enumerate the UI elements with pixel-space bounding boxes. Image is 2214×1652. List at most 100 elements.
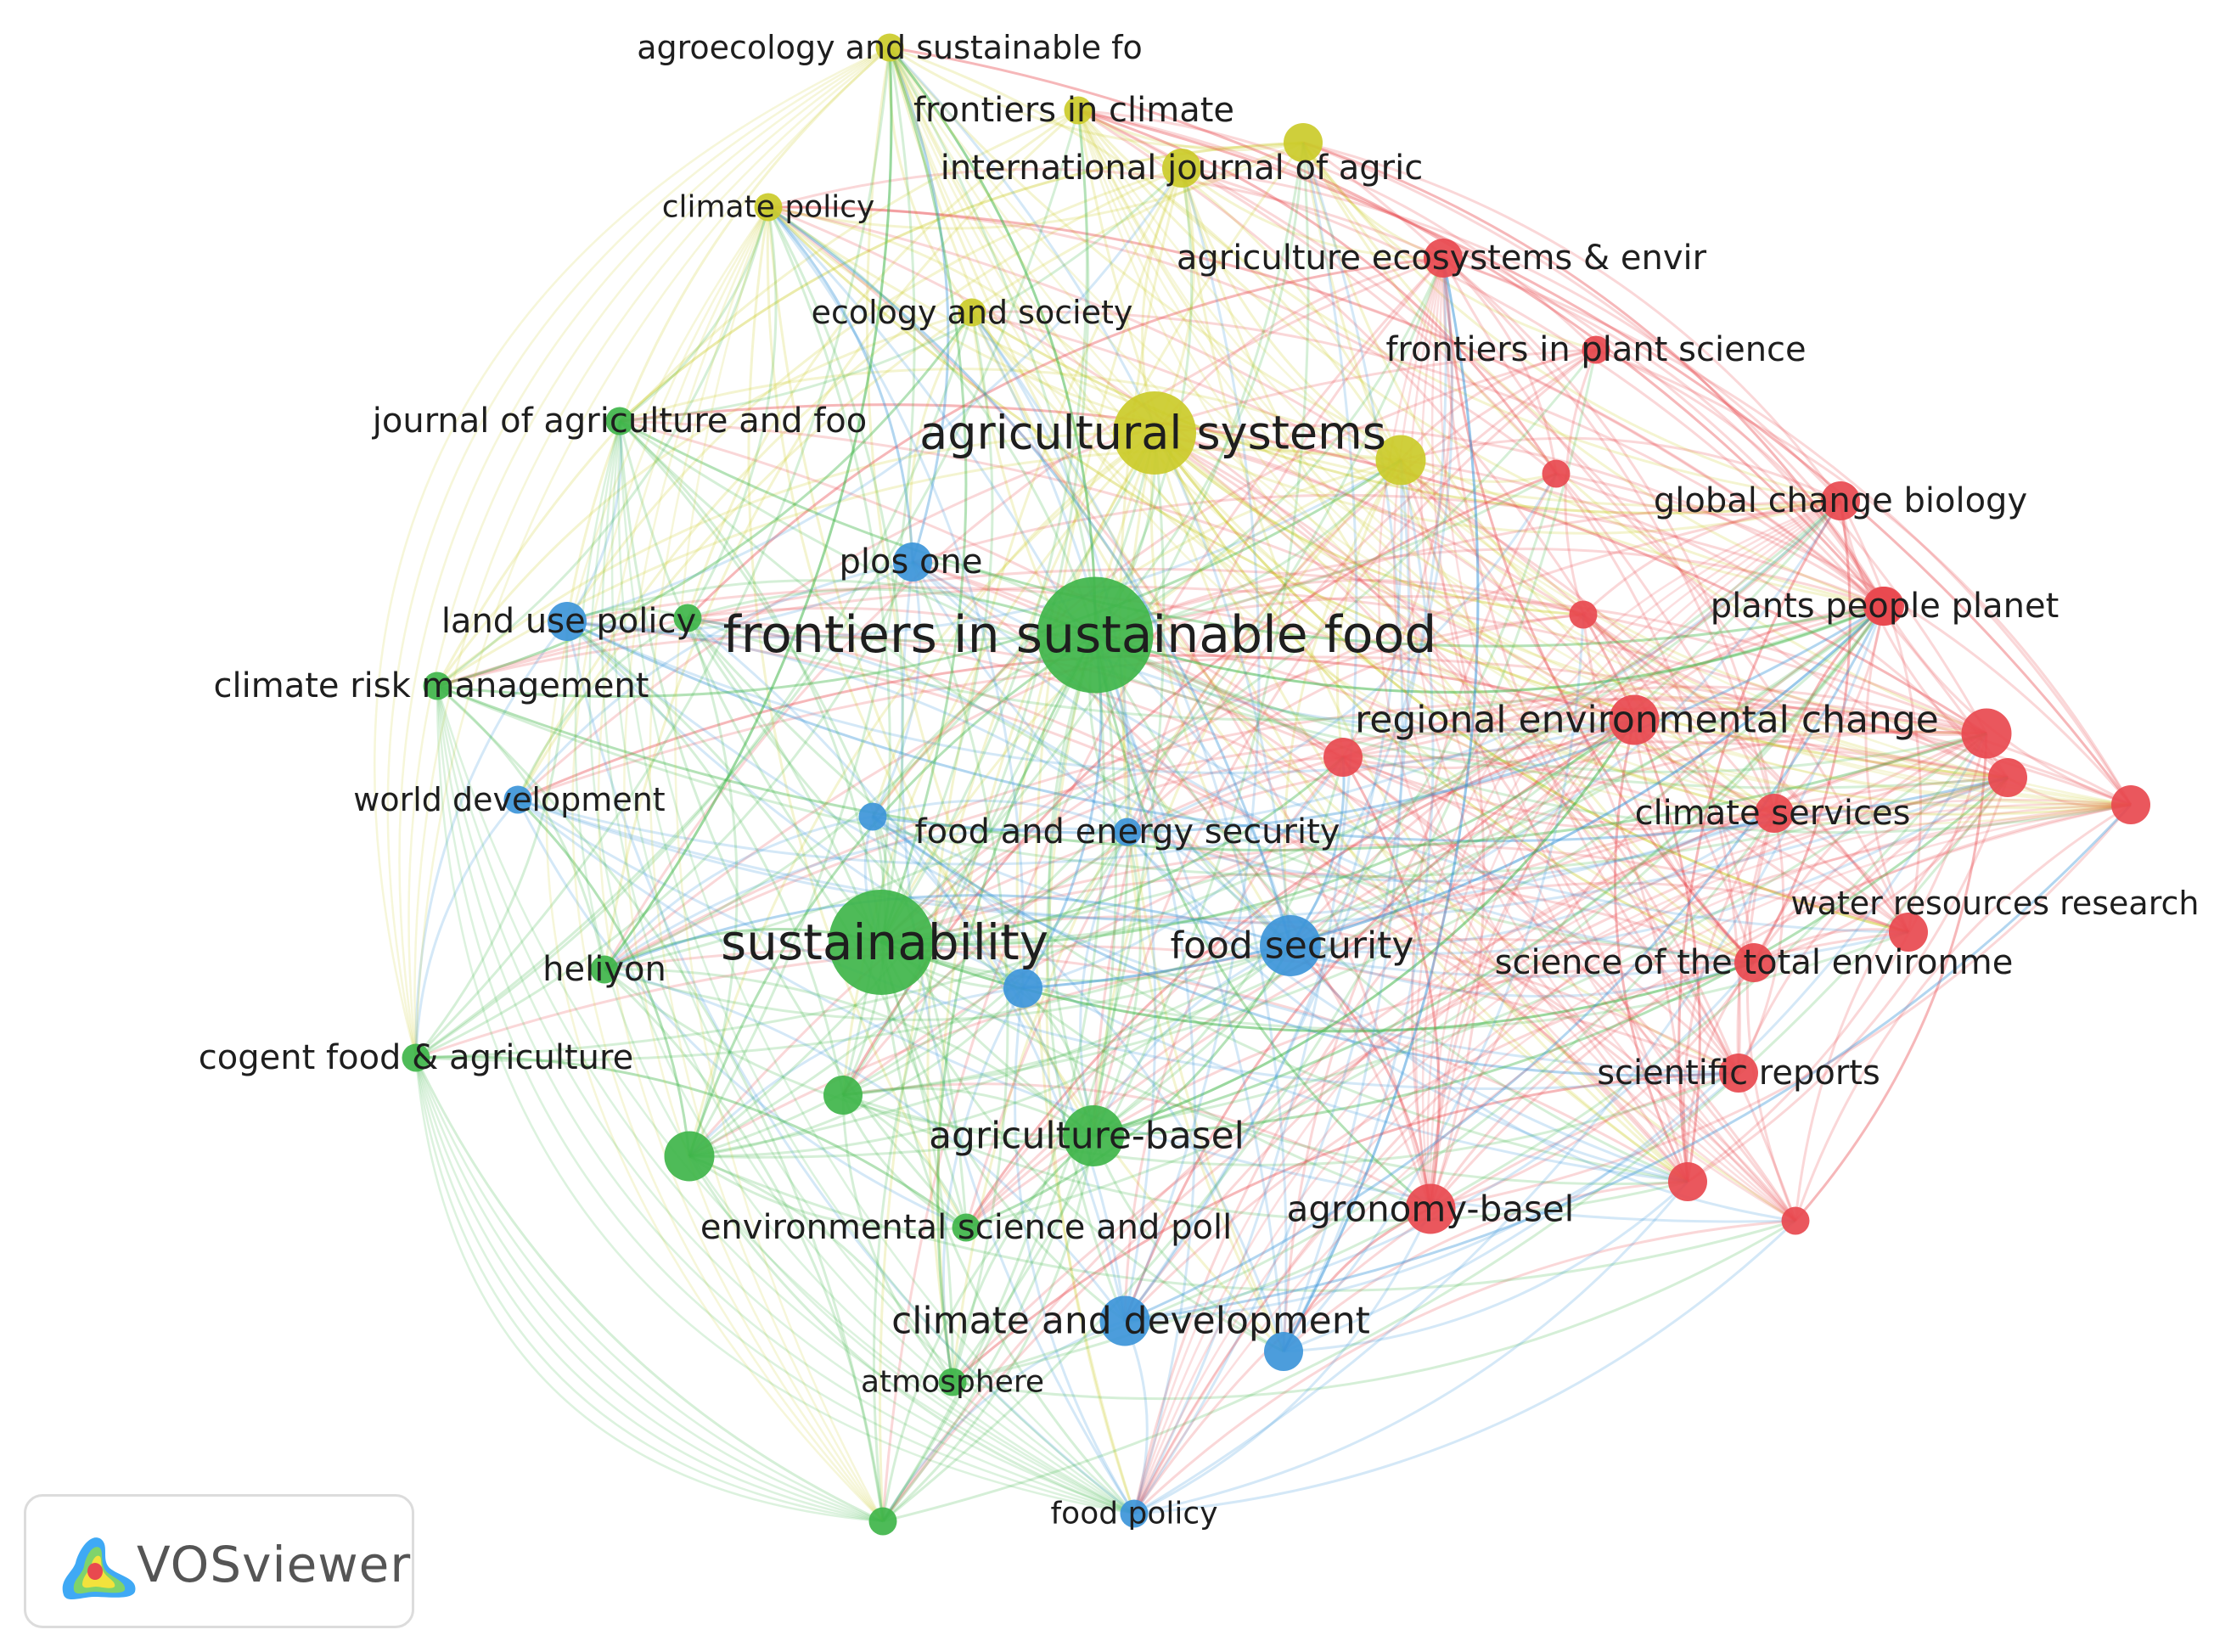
label-ecology-society[interactable]: ecology and society xyxy=(812,294,1133,331)
network-link xyxy=(952,1219,1796,1401)
network-link xyxy=(603,815,874,970)
node-regional-env[interactable] xyxy=(1609,694,1660,745)
label-agroecology[interactable]: agroecology and sustainable fo xyxy=(637,29,1143,66)
network-link xyxy=(1132,803,2132,1514)
label-agriculture-ecosystems[interactable]: agriculture ecosystems & envir xyxy=(1177,239,1707,278)
node-land-use-policy[interactable] xyxy=(548,602,587,641)
label-regional-env[interactable]: regional environmental change xyxy=(1355,699,1939,742)
node-global-change[interactable] xyxy=(1821,481,1860,520)
network-link xyxy=(414,1057,884,1523)
node-agriculture-basel[interactable] xyxy=(1063,1105,1124,1166)
network-link xyxy=(871,815,1127,1322)
label-food-energy-security[interactable]: food and energy security xyxy=(915,812,1340,851)
node-agronomy-basel[interactable] xyxy=(1405,1183,1456,1234)
network-link xyxy=(1124,605,1885,1323)
network-link xyxy=(841,1094,967,1229)
label-journal-agri-food[interactable]: journal of agriculture and foo xyxy=(372,402,867,441)
network-link xyxy=(1123,930,1909,1323)
label-food-policy[interactable]: food policy xyxy=(1051,1497,1218,1531)
node-journal-agri-food[interactable] xyxy=(605,407,634,435)
node-frontiers-climate[interactable] xyxy=(1064,96,1093,125)
node-atmosphere[interactable] xyxy=(938,1368,967,1396)
node-agricultural-systems[interactable] xyxy=(1113,391,1196,475)
node-agriculture-ecosystems[interactable] xyxy=(1424,239,1463,278)
node-water-resources[interactable] xyxy=(1889,913,1928,952)
label-climate-development[interactable]: climate and development xyxy=(891,1300,1370,1343)
label-science-total-env[interactable]: science of the total environme xyxy=(1495,943,2014,982)
node-sustainability[interactable] xyxy=(829,890,934,995)
node-frontiers-sust-food[interactable] xyxy=(1037,576,1154,694)
label-climate-risk[interactable]: climate risk management xyxy=(214,666,649,705)
node-climate-risk[interactable] xyxy=(423,671,452,700)
node-green-dot-d[interactable] xyxy=(868,1507,897,1536)
node-env-science-poll[interactable] xyxy=(952,1213,981,1242)
node-green-dot-b[interactable] xyxy=(823,1076,863,1115)
node-yellow-dot-b[interactable] xyxy=(1375,435,1426,486)
node-science-total-env[interactable] xyxy=(1734,943,1773,982)
node-scientific-reports[interactable] xyxy=(1719,1054,1758,1093)
label-plants-people[interactable]: plants people planet xyxy=(1711,587,2059,626)
node-climate-services[interactable] xyxy=(1755,794,1794,833)
node-food-security[interactable] xyxy=(1260,915,1321,976)
label-frontiers-plant[interactable]: frontiers in plant science xyxy=(1385,330,1806,369)
network-link xyxy=(688,986,1025,1158)
node-frontiers-plant[interactable] xyxy=(1582,335,1610,364)
label-frontiers-climate[interactable]: frontiers in climate xyxy=(913,91,1234,130)
node-climate-development[interactable] xyxy=(1099,1295,1150,1346)
network-link xyxy=(414,1057,884,1523)
node-blue-dot-a[interactable] xyxy=(858,802,887,831)
label-global-change[interactable]: global change biology xyxy=(1654,481,2027,520)
label-heliyon[interactable]: heliyon xyxy=(542,950,666,989)
label-agriculture-basel[interactable]: agriculture-basel xyxy=(929,1115,1245,1158)
node-red-dot-e[interactable] xyxy=(1988,758,2027,797)
node-food-policy[interactable] xyxy=(1120,1499,1149,1528)
node-ecology-society[interactable] xyxy=(958,298,986,327)
node-red-dot-h[interactable] xyxy=(1668,1162,1707,1201)
label-scientific-reports[interactable]: scientific reports xyxy=(1597,1054,1880,1093)
node-blue-dot-c[interactable] xyxy=(1264,1332,1303,1371)
label-cogent-food[interactable]: cogent food & agriculture xyxy=(199,1038,633,1077)
network-link xyxy=(565,166,1183,622)
network-link xyxy=(1180,167,1402,462)
label-land-use-policy[interactable]: land use policy xyxy=(441,602,696,641)
node-world-development[interactable] xyxy=(503,785,532,814)
network-link xyxy=(970,312,1157,1322)
node-green-dot-c[interactable] xyxy=(664,1131,715,1182)
network-link xyxy=(1132,1071,1739,1514)
node-climate-policy[interactable] xyxy=(754,193,783,222)
node-red-dot-a[interactable] xyxy=(1542,459,1571,488)
node-agroecology[interactable] xyxy=(875,33,904,62)
network-link xyxy=(1076,110,2132,806)
label-frontiers-sust-food[interactable]: frontiers in sustainable food xyxy=(723,605,1437,665)
node-intl-journal-agric[interactable] xyxy=(1162,149,1201,188)
node-blue-dot-b[interactable] xyxy=(1003,969,1042,1008)
network-link xyxy=(686,256,1444,620)
node-heliyon[interactable] xyxy=(590,955,619,984)
label-agronomy-basel[interactable]: agronomy-basel xyxy=(1287,1188,1575,1230)
label-world-development[interactable]: world development xyxy=(353,781,665,818)
label-intl-journal-agric[interactable]: international journal of agric xyxy=(941,149,1423,188)
label-climate-policy[interactable]: climate policy xyxy=(662,190,875,225)
label-env-science-poll[interactable]: environmental science and poll xyxy=(700,1208,1232,1247)
node-red-dot-d[interactable] xyxy=(1961,708,2012,759)
node-red-dot-i[interactable] xyxy=(1781,1206,1810,1235)
node-plos-one[interactable] xyxy=(893,542,932,582)
node-red-dot-c[interactable] xyxy=(1569,600,1598,629)
label-food-security[interactable]: food security xyxy=(1171,924,1414,968)
node-green-dot-a[interactable] xyxy=(673,604,702,632)
node-cogent-food[interactable] xyxy=(402,1043,430,1072)
label-sustainability[interactable]: sustainability xyxy=(721,913,1048,971)
node-red-dot-f[interactable] xyxy=(2111,785,2150,824)
label-agricultural-systems[interactable]: agricultural systems xyxy=(919,407,1386,460)
node-plants-people[interactable] xyxy=(1865,587,1904,626)
network-link xyxy=(1034,167,1183,1514)
network-link xyxy=(1153,256,1444,434)
label-water-resources[interactable]: water resources research xyxy=(1791,885,2200,922)
label-plos-one[interactable]: plos one xyxy=(840,542,983,582)
node-red-dot-g[interactable] xyxy=(1323,738,1363,777)
label-atmosphere[interactable]: atmosphere xyxy=(861,1365,1044,1400)
label-climate-services[interactable]: climate services xyxy=(1635,794,1911,833)
node-food-energy-security[interactable] xyxy=(1113,818,1142,846)
node-yellow-dot-a[interactable] xyxy=(1284,123,1323,162)
